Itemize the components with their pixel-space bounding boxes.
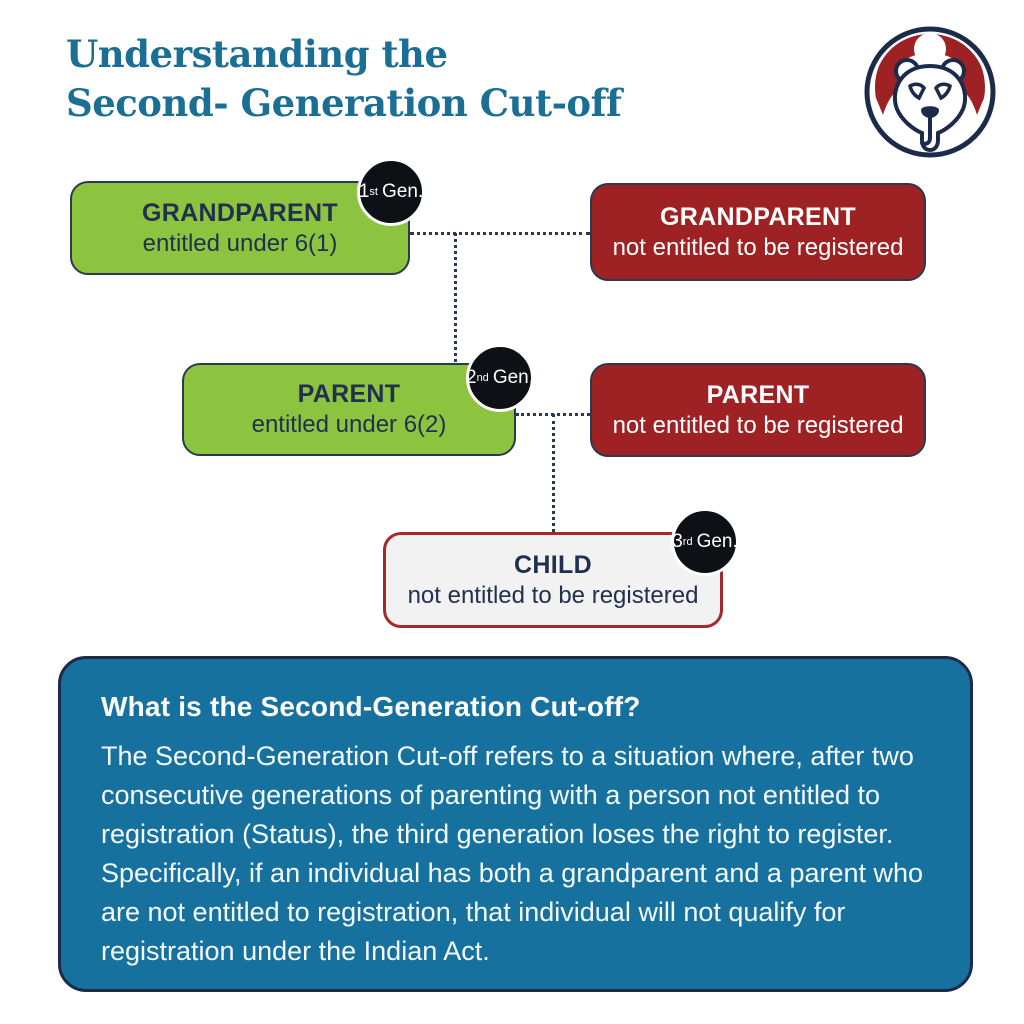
box-child-not-entitled: CHILD not entitled to be registered [383,532,723,628]
box-child-title: CHILD [514,550,592,579]
box-parent-entitled-title: PARENT [297,380,401,409]
box-grandparent-entitled-subtitle: entitled under 6(1) [142,229,338,257]
box-grandparent-not-entitled: GRANDPARENT not entitled to be registere… [590,183,926,281]
bear-crest-logo-icon [860,22,1000,162]
badge-2-label: Gen. [492,367,535,388]
box-parent-entitled-subtitle: entitled under 6(2) [251,411,447,439]
box-grandparent-entitled-title: GRANDPARENT [142,198,338,227]
box-parent-not-entitled-title: PARENT [706,380,810,409]
badge-1-label: Gen. [381,181,424,202]
box-parent-entitled: PARENT entitled under 6(2) [182,363,516,456]
box-grandparent-not-entitled-title: GRANDPARENT [660,202,856,231]
connector-grandparents [410,232,590,235]
info-panel-body: The Second-Generation Cut-off refers to … [101,741,924,966]
connector-grandparent-to-parent [454,233,457,362]
box-grandparent-entitled: GRANDPARENT entitled under 6(1) [70,181,410,275]
badge-3-number: 3 [672,531,683,552]
connector-parent-to-child [552,414,555,532]
bear-logo-svg [864,26,996,158]
page-title-line2: Second- Generation Cut-off [66,80,622,125]
page-title-line1: Understanding the [66,32,448,76]
box-parent-not-entitled: PARENT not entitled to be registered [590,363,926,457]
badge-1-number: 1 [358,181,370,202]
info-panel-heading: What is the Second-Generation Cut-off? [101,691,641,722]
box-child-subtitle: not entitled to be registered [407,581,699,609]
info-panel: What is the Second-Generation Cut-off? T… [58,656,973,992]
box-parent-not-entitled-subtitle: not entitled to be registered [612,411,904,439]
box-grandparent-not-entitled-subtitle: not entitled to be registered [612,233,904,261]
badge-3-label: Gen. [696,531,738,552]
badge-2-number: 2 [465,367,477,388]
